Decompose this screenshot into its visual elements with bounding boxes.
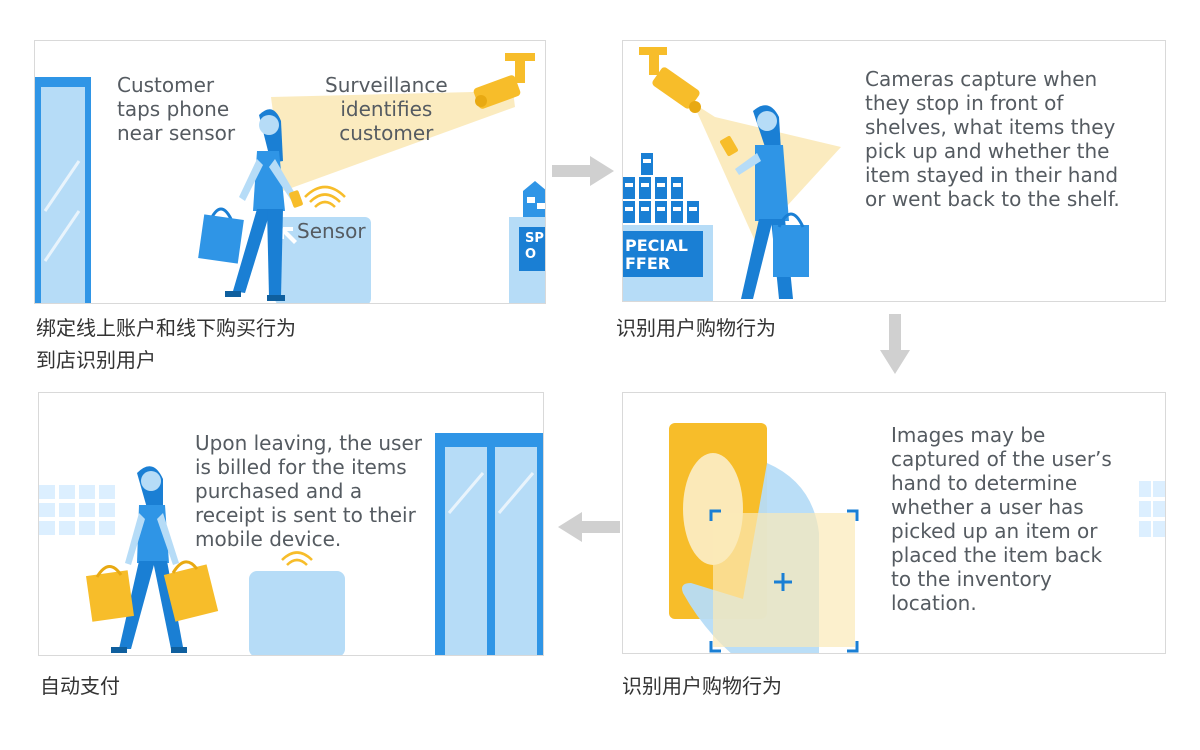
special-offer-sign [623, 231, 703, 277]
checkout-kiosk [249, 551, 345, 655]
arrow-left-icon [558, 512, 620, 542]
sensor-label: Sensor [297, 219, 366, 243]
wireless-signal-icon [281, 551, 313, 566]
auto-checkout-illustration [39, 433, 543, 655]
entry-door [35, 77, 91, 303]
panel-shelf-tracking: PECIAL FFER Cameras capture when they st… [622, 40, 1166, 302]
wireless-signal-icon [304, 185, 346, 208]
panel-auto-checkout: Upon leaving, the user is billed for the… [38, 392, 544, 656]
panel-store-entry: Customer taps phone near sensor Surveill… [34, 40, 546, 304]
shopper-leaving-figure [111, 466, 187, 653]
special-offer-shelf [509, 181, 545, 303]
shopper-figure [720, 105, 809, 299]
surveillance-text: Surveillance identifies customer [325, 73, 448, 145]
customer-figure [225, 109, 303, 301]
caption-store-identification: 绑定线上账户和线下购买行为 到店识别用户 [36, 316, 296, 372]
cameras-capture-text: Cameras capture when they stop in front … [865, 67, 1120, 211]
product-labels [625, 159, 697, 211]
exit-doors [435, 433, 543, 655]
arrow-right-icon [552, 156, 614, 186]
sensor-kiosk [275, 185, 371, 303]
detection-frame [709, 509, 859, 653]
caption-shopping-behavior-1: 识别用户购物行为 [616, 316, 776, 340]
product-stack [623, 153, 699, 223]
shopping-bags [86, 560, 219, 622]
special-offer-text: PECIAL FFER [625, 236, 688, 273]
store-entry-illustration [35, 53, 545, 303]
crosshair-plus-icon [774, 573, 792, 591]
shelf-tracking-illustration [623, 47, 841, 301]
shelf-sign-text: SP O [525, 231, 544, 262]
shopping-bag [198, 207, 244, 264]
camera-beam [271, 91, 515, 191]
caption-auto-payment: 自动支付 [40, 674, 120, 698]
leaving-billed-text: Upon leaving, the user is billed for the… [195, 431, 423, 551]
caption-shopping-behavior-2: 识别用户购物行为 [622, 674, 782, 698]
arrow-down-icon [880, 314, 910, 374]
security-camera-icon [473, 53, 535, 109]
images-captured-text: Images may be captured of the user’s han… [891, 423, 1112, 615]
customer-taps-text: Customer taps phone near sensor [117, 73, 236, 145]
hand-detection-illustration [669, 423, 1165, 653]
security-camera-icon [639, 47, 701, 113]
window-grid [39, 485, 115, 535]
panel-hand-detection: Images may be captured of the user’s han… [622, 392, 1166, 654]
window-grid [1139, 481, 1165, 537]
